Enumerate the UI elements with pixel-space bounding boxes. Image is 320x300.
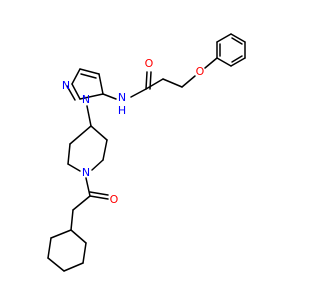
piperidine-ring xyxy=(67,125,108,172)
atom-label-n-amide: N xyxy=(118,91,126,104)
molecule-structure: N N N H O O N O xyxy=(47,33,246,272)
atom-label-o-ketone: O xyxy=(110,193,119,206)
atom-label-n-pyrazole-1: N xyxy=(82,93,90,106)
amide-linkage xyxy=(102,93,117,100)
atom-label-h-amide: H xyxy=(118,104,126,117)
atom-label-o-amide: O xyxy=(145,57,154,70)
cyclohexylacetyl-chain xyxy=(70,177,109,231)
atom-label-o-ether: O xyxy=(196,65,205,78)
atom-label-n-pyrazole-2: N xyxy=(62,79,70,92)
phenyl-ring xyxy=(216,33,246,67)
piperidine-link xyxy=(86,105,92,127)
atom-labels: N N N H O O N O xyxy=(62,57,205,206)
atom-label-n-piperidine: N xyxy=(82,166,90,179)
phenoxy-propanamide-chain xyxy=(130,57,218,98)
pyrazole-ring xyxy=(66,68,104,101)
cyclohexyl-ring xyxy=(47,229,87,272)
molecule-canvas: N N N H O O N O xyxy=(47,33,246,272)
